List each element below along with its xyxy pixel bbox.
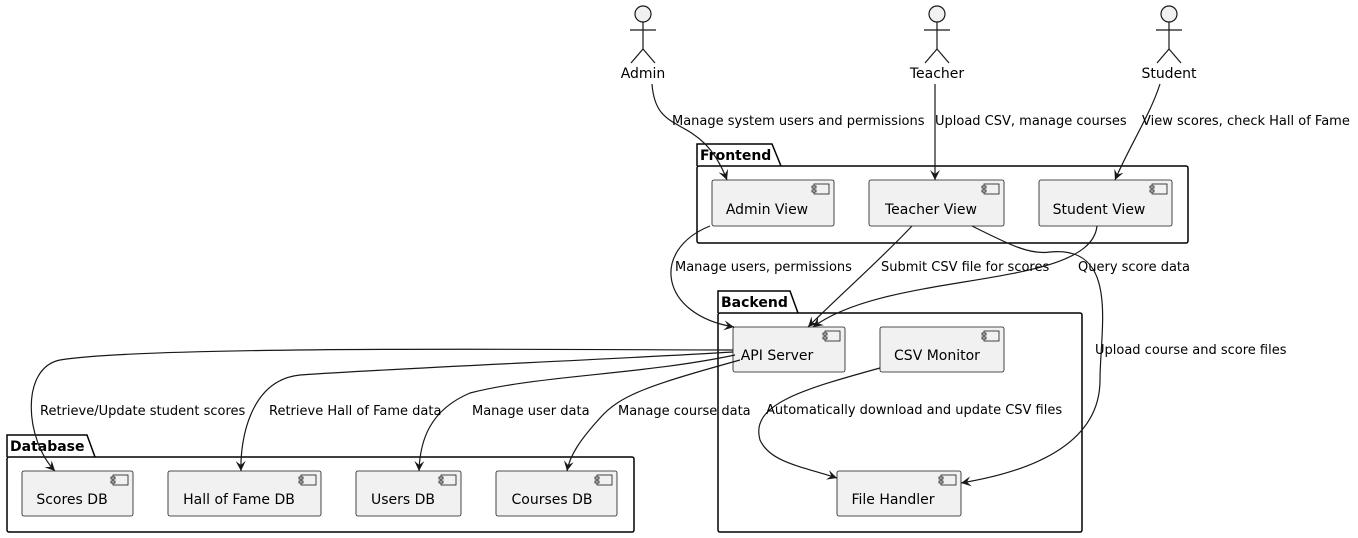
component-label-hall-of-fame-db: Hall of Fame DB bbox=[183, 492, 295, 508]
component-label-api-server: API Server bbox=[741, 348, 814, 364]
component-label-teacher-view: Teacher View bbox=[884, 202, 977, 218]
stick-figure-icon bbox=[1156, 5, 1182, 64]
component-label-users-db: Users DB bbox=[371, 492, 435, 508]
component-api-server[interactable]: API Server bbox=[732, 326, 846, 373]
edge-label-api-to-users-db: Manage user data bbox=[472, 404, 590, 419]
edge-admin-view-to-api bbox=[670, 225, 735, 331]
component-csv-monitor[interactable]: CSV Monitor bbox=[879, 326, 1005, 373]
edge-label-admin-view-to-api: Manage users, permissions bbox=[675, 260, 852, 275]
component-icon bbox=[981, 183, 1000, 195]
component-users-db[interactable]: Users DB bbox=[355, 470, 462, 517]
edge-api-to-users-db bbox=[414, 354, 736, 472]
component-icon bbox=[811, 183, 830, 195]
edge-student-to-student-view bbox=[1114, 83, 1161, 181]
actor-label-admin: Admin bbox=[621, 66, 666, 82]
actor-label-student: Student bbox=[1141, 66, 1197, 82]
actor-label-teacher: Teacher bbox=[909, 66, 965, 82]
component-icon bbox=[822, 330, 841, 342]
edge-api-to-scores-db bbox=[30, 348, 734, 472]
edge-label-api-to-scores-db: Retrieve/Update student scores bbox=[40, 404, 246, 419]
edge-label-student-view-to-api: Query score data bbox=[1078, 260, 1190, 275]
component-label-csv-monitor: CSV Monitor bbox=[894, 348, 980, 364]
edge-admin-to-admin-view bbox=[651, 83, 729, 181]
actor-student: Student bbox=[1141, 5, 1197, 82]
edge-teacher-view-to-api bbox=[807, 225, 913, 328]
package-title-database: Database bbox=[10, 439, 85, 455]
edge-label-api-to-courses-db: Manage course data bbox=[618, 404, 751, 419]
edge-label-csv-monitor-to-file-handler: Automatically download and update CSV fi… bbox=[766, 403, 1062, 418]
actor-teacher: Teacher bbox=[909, 5, 965, 82]
edge-label-api-to-hall-of-fame-db: Retrieve Hall of Fame data bbox=[269, 404, 441, 419]
stick-figure-icon bbox=[924, 5, 950, 64]
component-hall-of-fame-db[interactable]: Hall of Fame DB bbox=[167, 470, 322, 517]
package-database bbox=[6, 434, 635, 533]
package-backend bbox=[717, 290, 1083, 533]
component-icon bbox=[110, 474, 129, 486]
component-label-file-handler: File Handler bbox=[851, 492, 934, 508]
edge-label-teacher-to-teacher-view: Upload CSV, manage courses bbox=[935, 114, 1127, 129]
component-student-view[interactable]: Student View bbox=[1038, 179, 1173, 227]
component-admin-view[interactable]: Admin View bbox=[711, 179, 835, 227]
component-label-scores-db: Scores DB bbox=[36, 492, 107, 508]
edge-label-student-to-student-view: View scores, check Hall of Fame bbox=[1142, 114, 1350, 129]
component-label-admin-view: Admin View bbox=[726, 202, 808, 218]
edge-label-teacher-view-to-api: Submit CSV file for scores bbox=[881, 260, 1049, 275]
edge-student-view-to-api bbox=[812, 225, 1098, 328]
component-icon bbox=[981, 330, 1000, 342]
component-label-courses-db: Courses DB bbox=[511, 492, 592, 508]
component-scores-db[interactable]: Scores DB bbox=[21, 470, 134, 517]
component-icon bbox=[938, 474, 957, 486]
component-icon bbox=[298, 474, 317, 486]
edge-api-to-courses-db bbox=[563, 359, 741, 472]
component-icon bbox=[1149, 183, 1168, 195]
component-teacher-view[interactable]: Teacher View bbox=[868, 179, 1005, 227]
edge-csv-monitor-to-file-handler bbox=[758, 367, 881, 480]
component-icon bbox=[594, 474, 613, 486]
component-courses-db[interactable]: Courses DB bbox=[495, 470, 618, 517]
stick-figure-icon bbox=[630, 5, 656, 64]
package-frontend bbox=[696, 143, 1189, 244]
component-file-handler[interactable]: File Handler bbox=[836, 470, 962, 517]
edge-teacher-view-to-file-handler bbox=[960, 225, 1104, 487]
actor-admin: Admin bbox=[621, 5, 666, 82]
component-icon bbox=[438, 474, 457, 486]
package-title-backend: Backend bbox=[721, 295, 788, 311]
component-label-student-view: Student View bbox=[1053, 202, 1146, 218]
edge-api-to-hall-of-fame-db bbox=[235, 351, 734, 472]
edge-label-teacher-view-to-file-handler: Upload course and score files bbox=[1095, 343, 1287, 358]
edge-label-admin-to-admin-view: Manage system users and permissions bbox=[672, 114, 925, 129]
